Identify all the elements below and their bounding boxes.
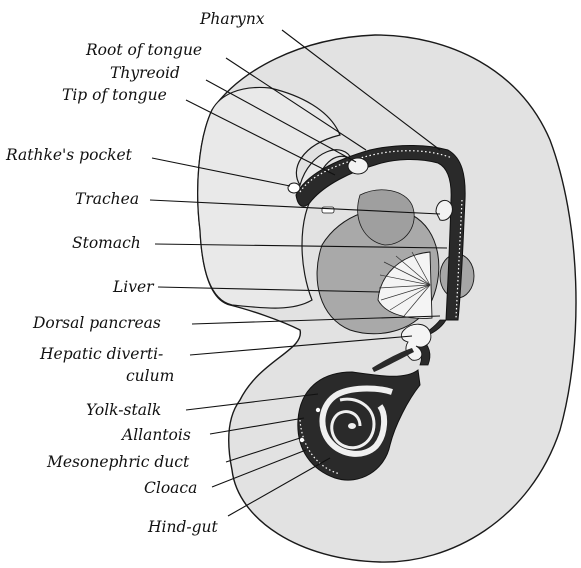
label-tip-of-tongue: Tip of tongue [62, 86, 167, 104]
label-yolk-stalk: Yolk-stalk [86, 401, 161, 419]
label-hepatic-diverticulum-cont: culum [126, 367, 174, 385]
label-pharynx: Pharynx [199, 10, 265, 28]
label-stomach: Stomach [72, 234, 141, 252]
label-thyreoid: Thyreoid [110, 64, 180, 82]
label-mesonephric-duct: Mesonephric duct [46, 453, 190, 471]
label-hind-gut: Hind-gut [147, 518, 219, 536]
label-hepatic-diverticulum: Hepatic diverti- [39, 345, 163, 363]
label-rathkes-pocket: Rathke's pocket [5, 146, 133, 164]
label-liver: Liver [112, 278, 155, 296]
label-cloaca: Cloaca [144, 479, 197, 497]
thyreoid-knob [348, 158, 368, 174]
label-trachea: Trachea [75, 190, 139, 208]
label-dorsal-pancreas: Dorsal pancreas [32, 314, 161, 332]
label-root-of-tongue: Root of tongue [85, 41, 202, 59]
rathkes-pocket-shape [288, 183, 300, 193]
label-allantois: Allantois [120, 426, 191, 444]
trachea-bud [436, 200, 452, 220]
